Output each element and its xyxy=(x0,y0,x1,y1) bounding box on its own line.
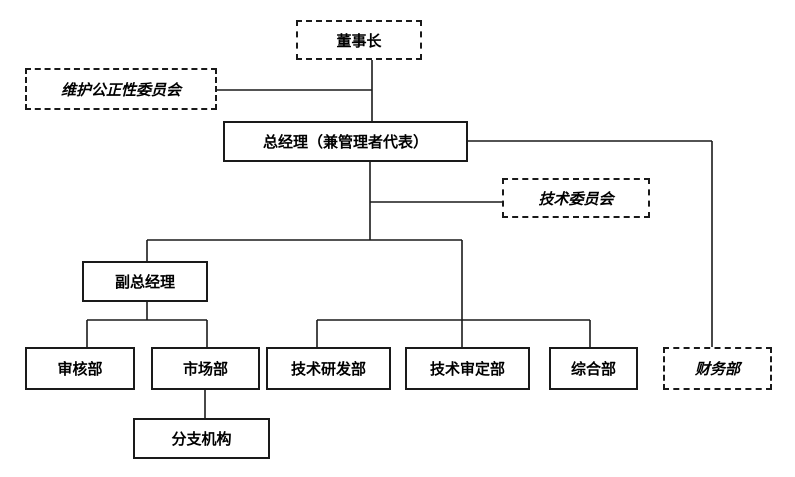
chairman-label: 董事长 xyxy=(336,31,382,50)
deputy-gm-box: 副总经理 xyxy=(82,261,208,302)
audit-dept-box: 审核部 xyxy=(25,347,135,390)
finance-dept-label: 财务部 xyxy=(694,360,740,378)
market-dept-box: 市场部 xyxy=(151,347,260,390)
audit-dept-label: 审核部 xyxy=(57,360,103,378)
rd-dept-label: 技术研发部 xyxy=(290,360,366,378)
deputy-gm-label: 副总经理 xyxy=(114,273,175,291)
finance-dept-box: 财务部 xyxy=(663,347,772,390)
general-dept-box: 综合部 xyxy=(549,347,638,390)
tech-review-dept-label: 技术审定部 xyxy=(429,360,505,378)
tech-committee-label: 技术委员会 xyxy=(538,189,614,208)
branches-label: 分支机构 xyxy=(171,430,232,448)
tech-review-dept-box: 技术审定部 xyxy=(405,347,530,390)
general-manager-label: 总经理（兼管理者代表） xyxy=(262,133,428,151)
rd-dept-box: 技术研发部 xyxy=(266,347,391,390)
market-dept-label: 市场部 xyxy=(182,360,228,378)
fairness-committee-box: 维护公正性委员会 xyxy=(25,68,217,110)
general-dept-label: 综合部 xyxy=(570,360,616,378)
fairness-committee-label: 维护公正性委员会 xyxy=(60,80,181,99)
tech-committee-box: 技术委员会 xyxy=(502,178,650,218)
general-manager-box: 总经理（兼管理者代表） xyxy=(223,121,468,162)
chairman-box: 董事长 xyxy=(296,20,422,60)
branches-box: 分支机构 xyxy=(133,418,270,459)
